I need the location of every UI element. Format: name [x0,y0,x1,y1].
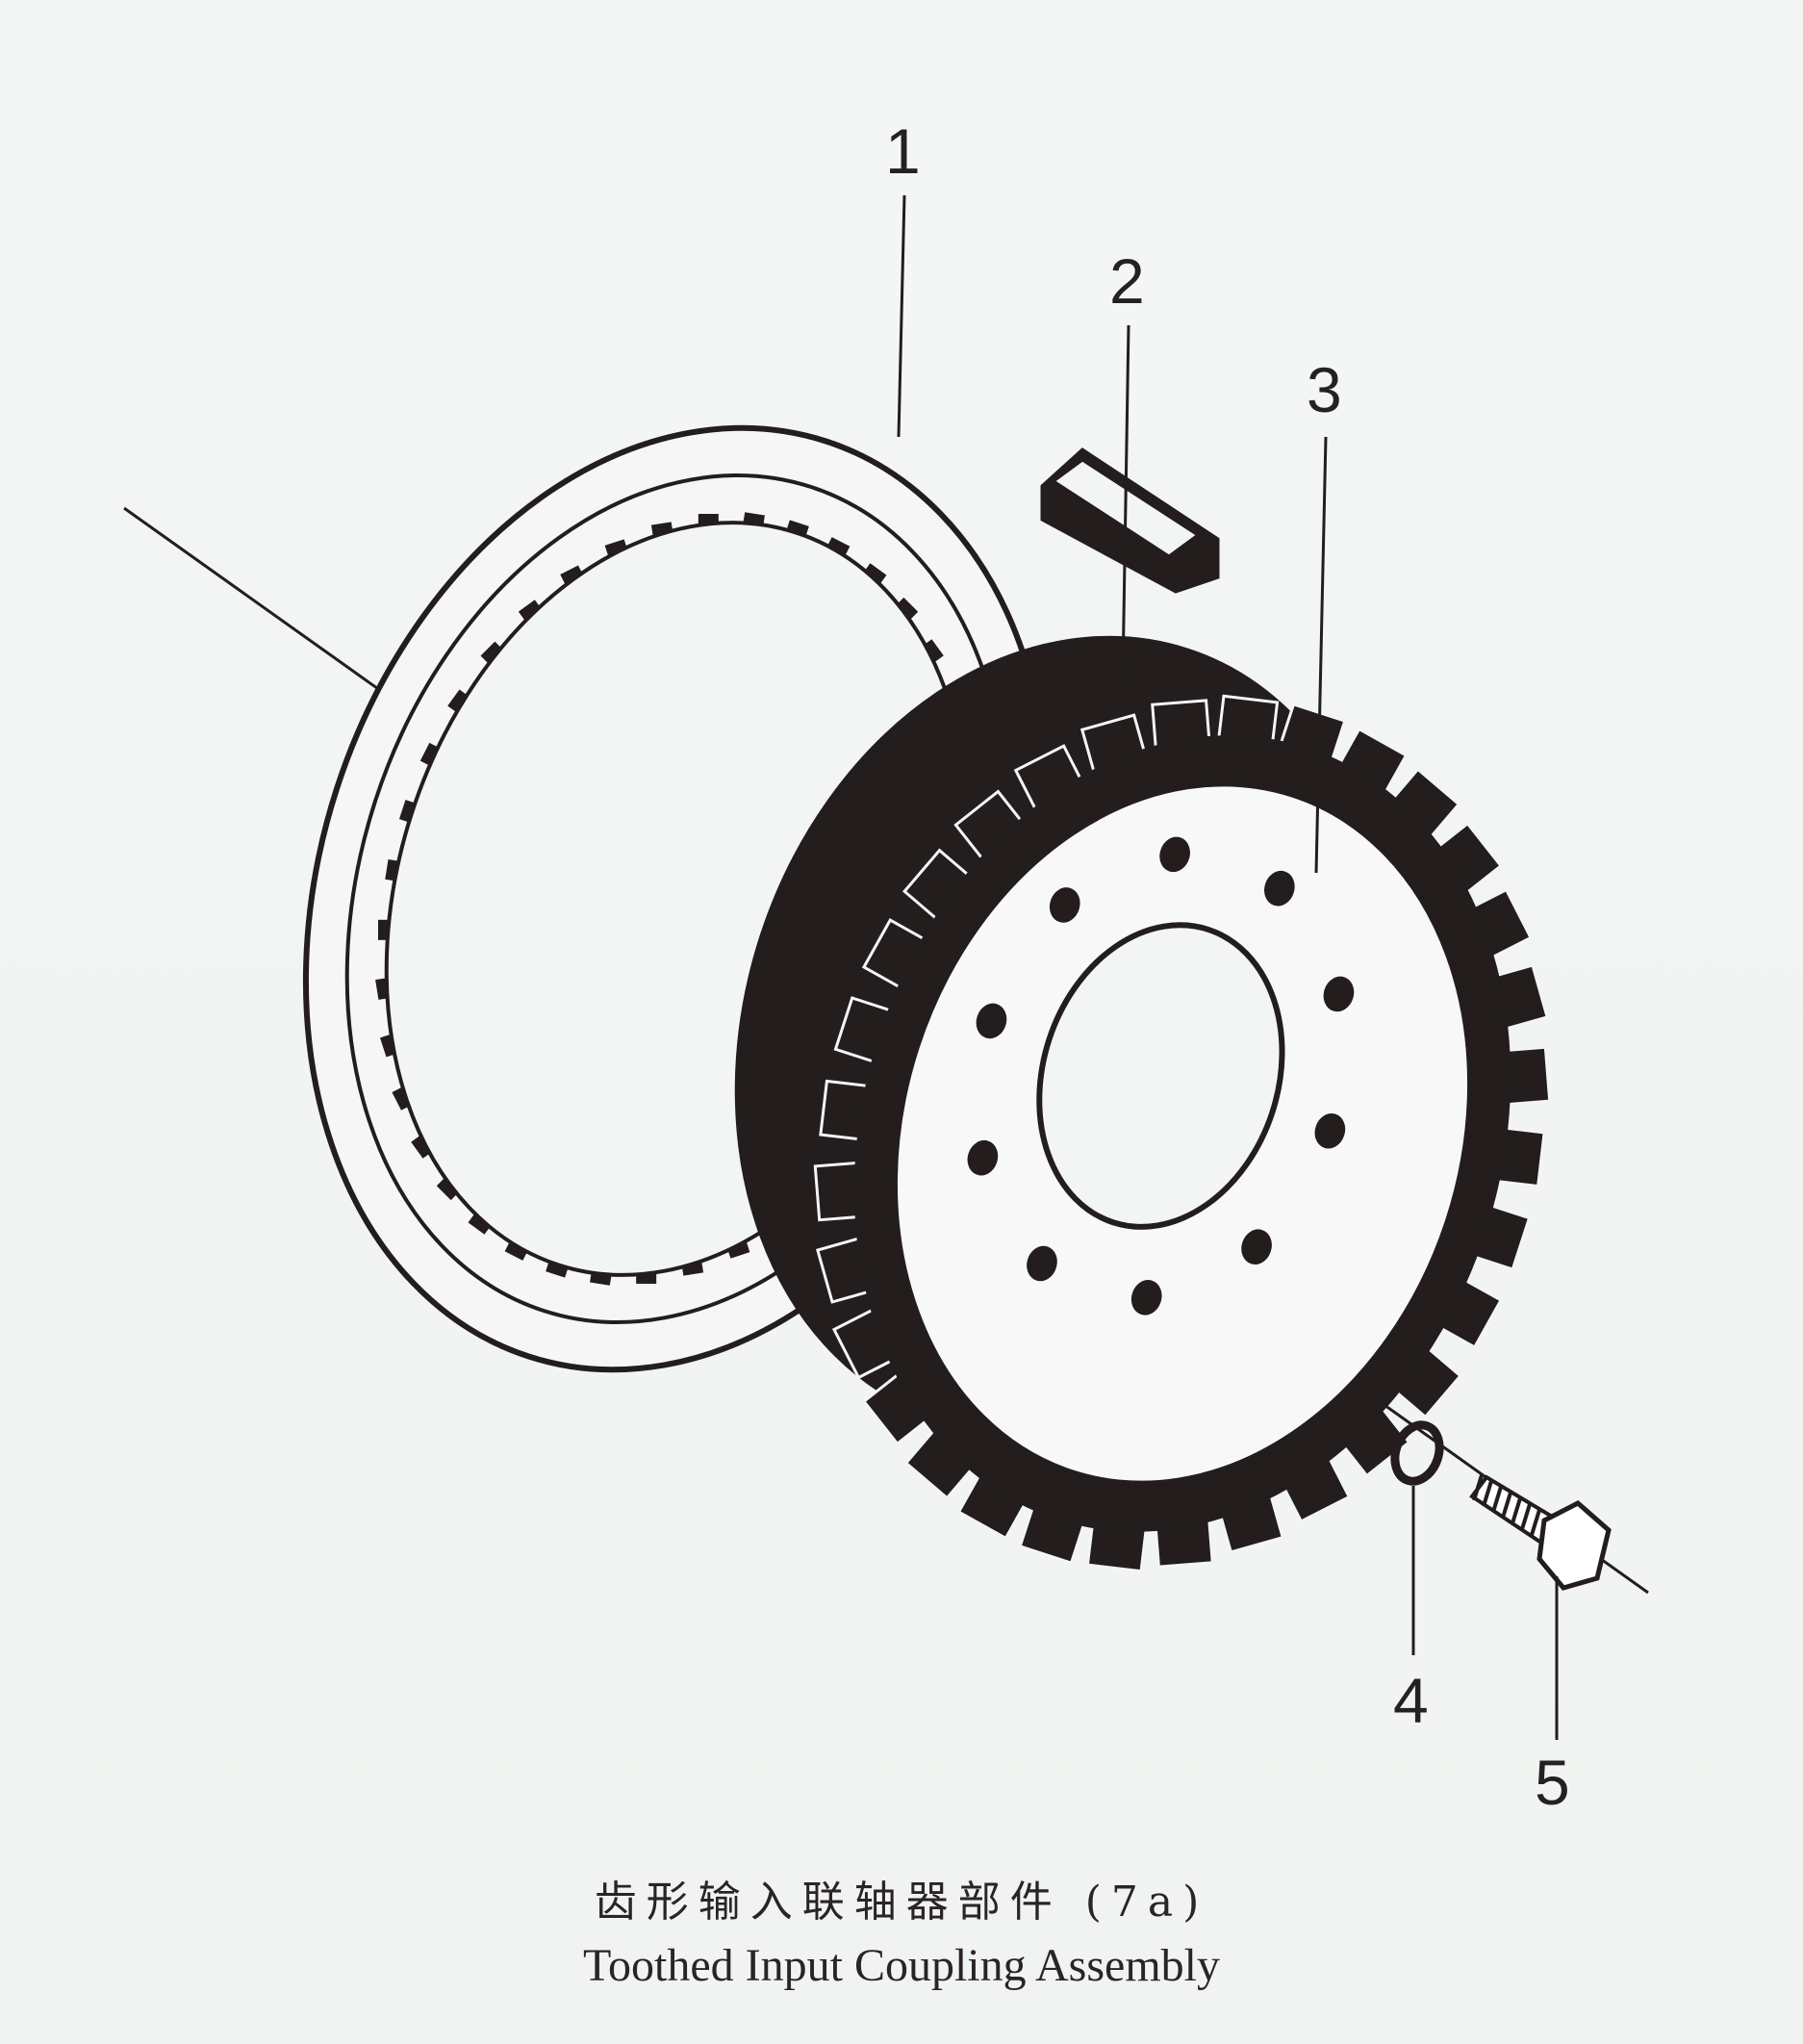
callout-2: 2 [1109,245,1145,317]
thread-line [1530,1509,1541,1536]
thread-line [1472,1474,1484,1501]
caption-chinese: 齿形输入联轴器部件 (7a) [594,1878,1209,1927]
bolt-hole [1314,1113,1346,1149]
bolt-hole [1323,976,1355,1012]
bolt-hole [1264,870,1295,907]
callout-4: 4 [1393,1665,1429,1736]
gear-hub [734,635,1552,1573]
callout-3: 3 [1307,354,1342,425]
callout-1: 1 [885,115,921,187]
washer [1390,1420,1444,1486]
thread-line [1520,1503,1532,1530]
leader-2 [1121,324,1130,678]
bolt-hole [1049,887,1080,923]
bolt-hole [1159,836,1190,873]
callout-5: 5 [1535,1747,1570,1818]
leader-3 [1314,436,1328,874]
leader-1 [897,194,906,438]
bolt-hole [1027,1245,1057,1282]
bolt-hole [1241,1229,1272,1265]
thread-line [1501,1492,1512,1519]
key-block [1040,447,1220,594]
bolt-hole [976,1003,1007,1039]
bolt-hole [1130,1280,1162,1316]
bolt [1469,1474,1612,1591]
caption-english: Toothed Input Coupling Assembly [583,1940,1220,1991]
thread-line [1482,1480,1493,1507]
bolt-hole [967,1139,999,1176]
thread-line [1511,1497,1522,1524]
thread-line [1491,1486,1503,1513]
